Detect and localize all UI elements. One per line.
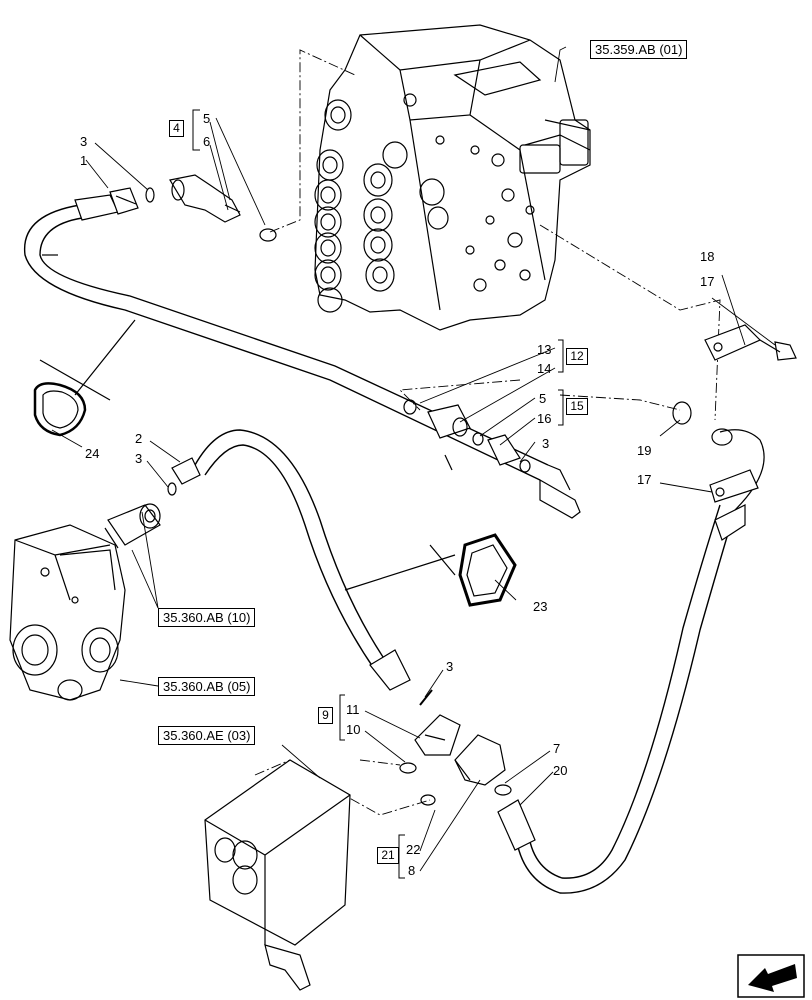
cap-screw-18 — [759, 339, 797, 361]
o-ring-19 — [672, 401, 692, 425]
o-ring — [145, 187, 155, 203]
o-ring-5b — [472, 432, 484, 446]
o-ring-5 — [259, 228, 277, 242]
o-ring-13 — [403, 399, 417, 415]
solenoid-valve-block — [204, 759, 351, 991]
group-9: 9 — [318, 707, 333, 724]
center-lines — [254, 49, 721, 816]
control-valve — [314, 24, 591, 331]
o-ring-7 — [494, 784, 512, 796]
callout-5b: 5 — [539, 391, 547, 406]
reference-pump-fitting[interactable]: 35.360.AB (10) — [158, 608, 256, 627]
group-brackets — [192, 109, 564, 879]
section-line — [39, 319, 136, 401]
callout-20: 20 — [553, 763, 568, 778]
fitting-16 — [487, 434, 521, 466]
callout-1: 1 — [80, 153, 88, 168]
seal-24 — [33, 382, 87, 437]
group-15: 15 — [566, 398, 588, 415]
callout-10: 10 — [346, 722, 361, 737]
group-21: 21 — [377, 847, 399, 864]
callout-22: 22 — [406, 842, 421, 857]
reference-control-valve[interactable]: 35.359.AB (01) — [590, 40, 688, 59]
pump-body — [9, 524, 126, 701]
callout-11: 11 — [346, 702, 360, 717]
group-4: 4 — [169, 120, 184, 137]
callout-5: 5 — [203, 111, 211, 126]
split-flange-lower — [709, 469, 759, 503]
upper-hose — [23, 204, 581, 519]
elbow-fitting-6 — [169, 174, 241, 223]
callout-8: 8 — [408, 863, 416, 878]
straight-fitting-11 — [414, 714, 461, 756]
callout-14: 14 — [537, 361, 552, 376]
group-12: 12 — [566, 348, 588, 365]
arrow-icon — [737, 954, 805, 998]
callout-7: 7 — [553, 741, 561, 756]
split-flange-upper — [704, 324, 762, 361]
callout-18: 18 — [700, 249, 715, 264]
callout-3: 3 — [80, 134, 88, 149]
o-ring-22 — [420, 794, 436, 806]
callout-24: 24 — [85, 446, 100, 461]
section-line-2 — [344, 544, 456, 591]
plug-14 — [427, 404, 471, 439]
pump-fitting — [104, 503, 161, 549]
spool-caps-middle — [363, 141, 449, 292]
o-ring-10 — [399, 762, 417, 774]
middle-hose — [171, 429, 411, 691]
adapter-fitting-8 — [454, 734, 506, 786]
callout-13: 13 — [537, 342, 552, 357]
callout-3c: 3 — [542, 436, 550, 451]
seal-23 — [458, 533, 517, 607]
spool-caps-left — [314, 99, 352, 313]
callout-19: 19 — [637, 443, 652, 458]
reference-solenoid-valve[interactable]: 35.360.AE (03) — [158, 726, 256, 745]
callout-6: 6 — [203, 134, 211, 149]
valve-ports — [403, 93, 535, 292]
callout-16: 16 — [537, 411, 552, 426]
leader-lines — [51, 46, 776, 872]
callout-17b: 17 — [637, 472, 652, 487]
callout-3b: 3 — [135, 451, 143, 466]
callout-23: 23 — [533, 599, 548, 614]
callout-17: 17 — [700, 274, 715, 289]
callout-3d: 3 — [446, 659, 454, 674]
o-ring-3 — [167, 482, 177, 496]
callout-2: 2 — [135, 431, 143, 446]
reference-pump[interactable]: 35.360.AB (05) — [158, 677, 256, 696]
o-ring-3c — [519, 459, 531, 473]
o-ring-3b — [419, 689, 433, 706]
hose-fitting-1 — [74, 187, 139, 221]
